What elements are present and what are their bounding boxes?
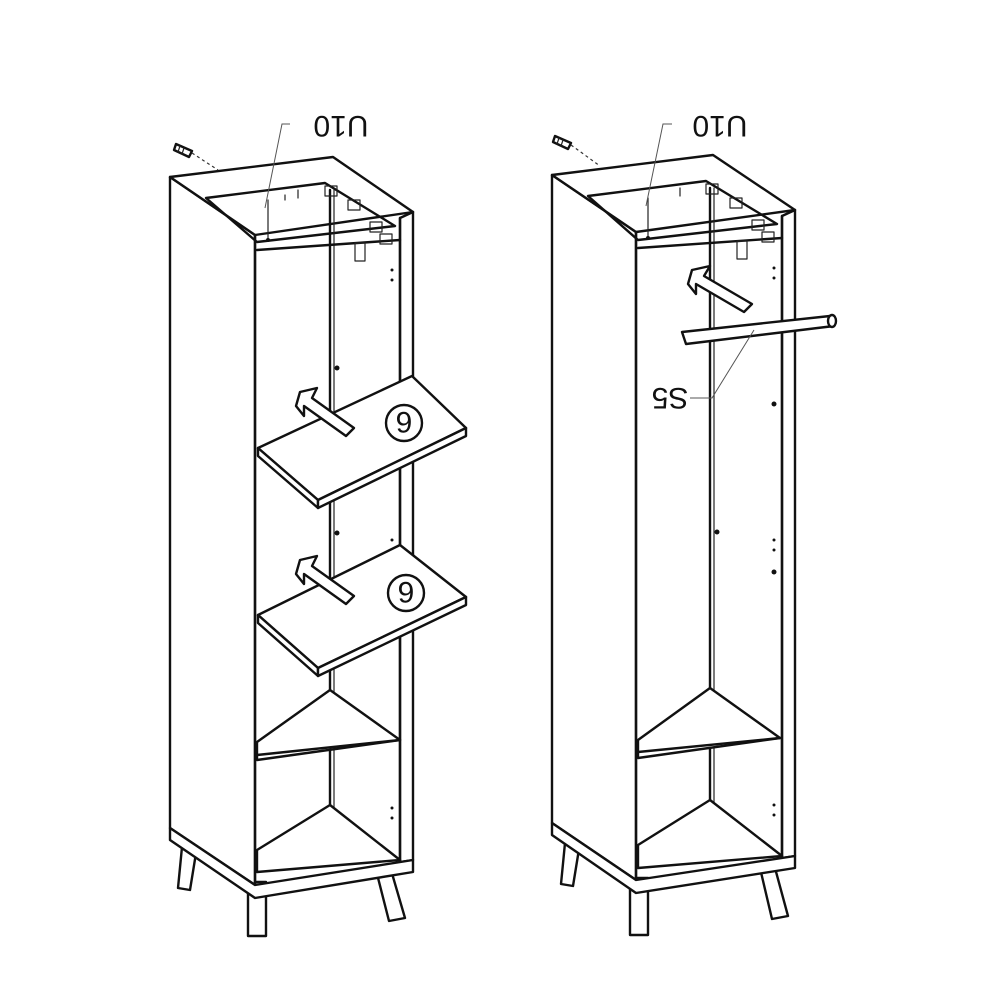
bottom-panel bbox=[255, 803, 402, 874]
top-part-label: U10 bbox=[692, 109, 747, 142]
right-cabinet: S5 U10 bbox=[550, 109, 838, 937]
top-part-label: U10 bbox=[313, 109, 368, 142]
fixed-shelf bbox=[636, 686, 782, 760]
hanging-rail bbox=[680, 313, 838, 346]
fixed-shelf bbox=[255, 688, 402, 762]
rail-part-label: S5 bbox=[652, 381, 689, 414]
screw-icon bbox=[551, 134, 601, 167]
shelf-being-inserted-2: 6 bbox=[256, 543, 468, 678]
right-side-panel bbox=[780, 208, 797, 860]
shelf-being-inserted-1: 6 bbox=[256, 374, 468, 510]
shelf-part-label: 6 bbox=[396, 405, 413, 438]
insert-arrow bbox=[294, 386, 356, 438]
bottom-panel bbox=[636, 798, 784, 870]
insert-arrow bbox=[686, 264, 754, 314]
left-cabinet: 6 6 U10 bbox=[168, 109, 468, 938]
top-fittings bbox=[646, 183, 775, 260]
top-fittings bbox=[266, 185, 393, 262]
screw-icon bbox=[172, 142, 219, 171]
shelf-part-label: 6 bbox=[398, 575, 415, 608]
right-side-panel bbox=[398, 210, 415, 864]
left-side-panel bbox=[168, 175, 257, 887]
insert-arrow bbox=[294, 554, 356, 606]
left-side-panel bbox=[550, 173, 638, 882]
